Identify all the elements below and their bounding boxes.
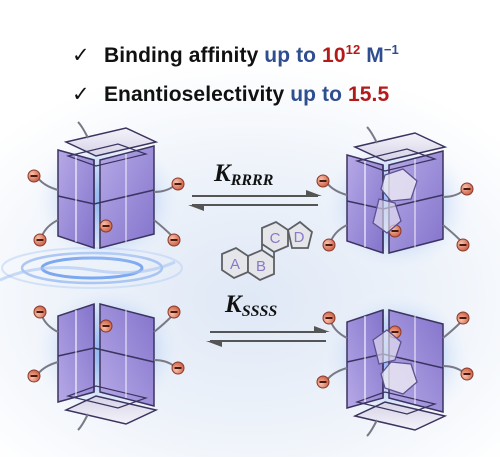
claim-number: 15.5 (348, 83, 390, 106)
claim-enantioselectivity: ✓ Enantioselectivity up to 15.5 (72, 82, 389, 107)
ring-c-label: C (270, 230, 281, 247)
check-icon: ✓ (72, 44, 90, 67)
k-ssss-label: KSSSS (225, 291, 277, 321)
claim-unit: M (366, 44, 384, 67)
ring-d-label: D (294, 229, 305, 246)
k-symbol: K (225, 291, 242, 318)
ring-b-label: B (256, 258, 266, 275)
ring-d-shape (286, 220, 314, 249)
claim-exponent: 12 (345, 42, 361, 57)
k-subscript: SSSS (241, 303, 278, 320)
claim-unit-exponent: −1 (383, 42, 399, 57)
equilibrium-arrows-ssss (206, 326, 330, 347)
cage-free-top (27, 121, 187, 271)
equilibrium-arrows-rrrr (188, 190, 322, 211)
ring-a-label: A (230, 256, 240, 273)
cage-bound-ssss (316, 287, 476, 437)
cage-bound-rrrr (316, 126, 476, 276)
claim-phrase: up to (264, 44, 317, 67)
claim-binding-affinity: ✓ Binding affinity up to 1012 M−1 (72, 42, 399, 68)
guest-molecule (221, 220, 314, 282)
claim-lead: Binding affinity (103, 44, 259, 67)
k-subscript: RRRR (230, 172, 274, 189)
k-symbol: K (214, 160, 231, 187)
guest-bonds (261, 244, 275, 258)
k-rrrr-label: KRRRR (214, 160, 273, 190)
claim-number: 10 (322, 44, 346, 67)
claim-lead: Enantioselectivity (103, 83, 285, 106)
check-icon: ✓ (72, 83, 90, 106)
claim-phrase: up to (290, 83, 343, 106)
cage-free-bottom (27, 281, 187, 431)
